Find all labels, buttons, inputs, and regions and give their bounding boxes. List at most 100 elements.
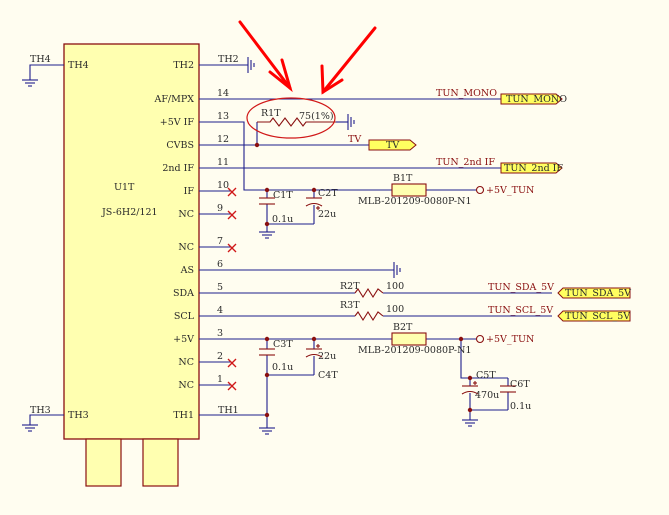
- c1t-ref: C1T: [273, 190, 293, 201]
- port-label-tun-mono: TUN_MONO: [506, 94, 567, 105]
- pin-num-9: 9: [217, 203, 223, 214]
- pin-name-th2: TH2: [173, 60, 194, 71]
- wire-pin13: [199, 121, 392, 191]
- pin-num-3: 3: [217, 328, 223, 339]
- junction-dot: [311, 336, 317, 342]
- ic-part-number: JS-6H2/121: [101, 207, 158, 218]
- arrow-icon: [238, 20, 293, 93]
- pin-name-af-mpx: AF/MPX: [153, 94, 194, 105]
- c6t-value: 0.1u: [510, 401, 531, 412]
- capacitor-c3t: [259, 348, 275, 356]
- ground-icon: [22, 424, 38, 432]
- pin-name-2nd-if: 2nd IF: [162, 163, 194, 174]
- ic-shield-tab-right: [142, 438, 179, 487]
- ic-pin-label-th3: TH3: [68, 410, 89, 421]
- wire-label-th3: TH3: [30, 405, 51, 416]
- ic-pin-label-th4: TH4: [68, 60, 89, 71]
- no-connect-icon: [227, 243, 237, 253]
- ground-icon: [259, 231, 275, 239]
- junction-dot: [311, 187, 317, 193]
- junction-dot: [467, 375, 473, 381]
- ic-u1t: U1T JS-6H2/121 TH4 TH3: [63, 43, 200, 487]
- ground-icon: [347, 114, 355, 130]
- pin-name-sda: SDA: [173, 288, 194, 299]
- pin-num-12: 12: [217, 134, 229, 145]
- pin-num-6: 6: [217, 259, 223, 270]
- ground-icon: [22, 79, 38, 87]
- capacitor-c4t: [305, 344, 323, 358]
- junctions: [254, 142, 473, 418]
- ground-icon: [462, 419, 478, 427]
- ground-icon: [247, 57, 255, 73]
- port-tv: [368, 139, 417, 151]
- components: [257, 117, 516, 395]
- pin-num-4: 4: [217, 305, 223, 316]
- capacitor-c1t: [259, 197, 275, 205]
- port-label-tun-scl: TUN_SCL_5V: [565, 311, 630, 322]
- port-label-tv: TV: [386, 140, 399, 151]
- c5t-value: 470u: [475, 390, 499, 401]
- port-tun-sda: [557, 287, 631, 299]
- power-port-icon: [475, 334, 485, 344]
- wire-label-th1: TH1: [218, 405, 239, 416]
- wire-th4: [29, 64, 64, 80]
- c6t-ref: C6T: [510, 379, 530, 390]
- pin-num-14: 14: [217, 88, 229, 99]
- pin-num-11: 11: [217, 157, 229, 168]
- b2t-ref: B2T: [393, 322, 413, 333]
- c2t-value: 22u: [318, 209, 336, 220]
- resistor-r2t: [354, 287, 384, 299]
- junction-dot: [264, 412, 270, 418]
- junction-dot: [458, 336, 464, 342]
- r3t-value: 100: [386, 304, 404, 315]
- b1t-ref: B1T: [393, 173, 413, 184]
- b2t-part: MLB-201209-0080P-N1: [358, 345, 472, 356]
- c5t-ref: C5T: [476, 370, 496, 381]
- r1t-ref: R1T: [261, 108, 281, 119]
- wire-label-th2: TH2: [218, 54, 239, 65]
- net-label-tun-2nd-if: TUN_2nd IF: [436, 157, 495, 168]
- pin-name-nc-1: NC: [178, 380, 194, 391]
- junction-dot: [467, 407, 473, 413]
- c4t-ref: C4T: [318, 370, 338, 381]
- pin-name-th1: TH1: [173, 410, 194, 421]
- ic-shield-tab-left: [85, 438, 122, 487]
- power-symbols: [475, 185, 485, 344]
- pin-num-2: 2: [217, 351, 223, 362]
- pin-name-scl: SCL: [174, 311, 195, 322]
- pin-name-if: IF: [184, 186, 195, 197]
- b1t-part: MLB-201209-0080P-N1: [358, 196, 472, 207]
- pin-name-nc-7: NC: [178, 242, 194, 253]
- pin-name-cvbs: CVBS: [166, 140, 194, 151]
- net-ports: [368, 93, 631, 322]
- capacitor-c6t: [500, 385, 516, 393]
- ic-ref: U1T: [114, 182, 135, 193]
- bead-b2t: [391, 332, 427, 346]
- junction-dot: [264, 372, 270, 378]
- junction-dot: [264, 336, 270, 342]
- c3t-value: 0.1u: [272, 362, 293, 373]
- wire-c5-c6-top: [460, 339, 508, 379]
- c1t-value: 0.1u: [272, 214, 293, 225]
- bead-b1t: [391, 183, 427, 197]
- pin-num-1: 1: [217, 374, 223, 385]
- pin-name-nc-2: NC: [178, 357, 194, 368]
- ic-right-pins: TH2 AF/MPX 14 +5V IF 1 3 CVBS 12 2nd IF 1…: [153, 60, 229, 421]
- wires: [29, 64, 552, 428]
- annotation-arrows: [238, 20, 377, 95]
- junction-dot: [264, 221, 270, 227]
- junction-dot: [254, 142, 260, 148]
- r3t-ref: R3T: [340, 300, 360, 311]
- wire-th3: [29, 414, 64, 425]
- r1t-value: 75(1%): [299, 111, 334, 122]
- c3t-ref: C3T: [273, 339, 293, 350]
- arrow-icon: [320, 26, 377, 95]
- pin-name-5v-if: +5V IF: [160, 117, 195, 128]
- r2t-value: 100: [386, 281, 404, 292]
- port-tun-2nd-if: [500, 162, 563, 174]
- power-label-top: +5V_TUN: [486, 185, 534, 196]
- pin-num-5: 5: [217, 282, 223, 293]
- net-label-tv: TV: [348, 134, 361, 145]
